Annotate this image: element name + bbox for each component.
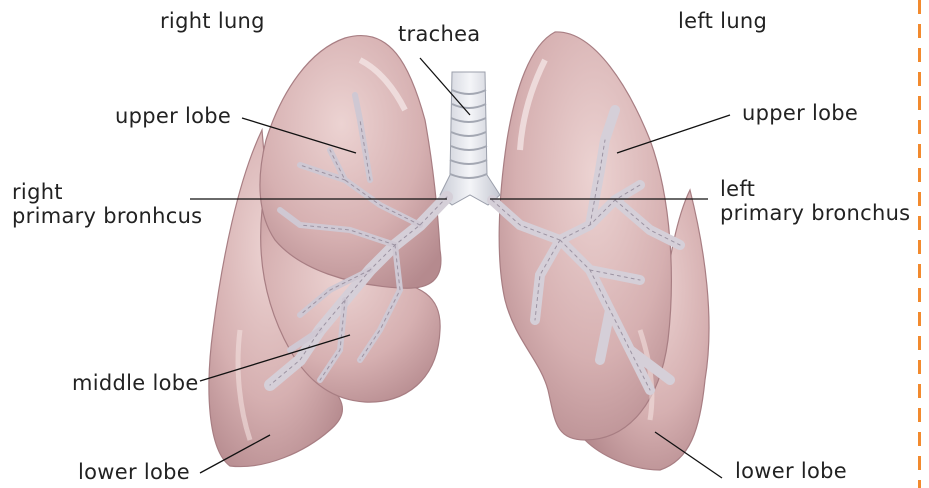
middle-lobe-label: middle lobe bbox=[72, 371, 199, 395]
right-lower-lobe-label: lower lobe bbox=[78, 460, 190, 484]
left-lung-label: left lung bbox=[678, 9, 767, 33]
left-primary-bronchus-label: left primary bronchus bbox=[720, 177, 910, 225]
right-upper-lobe-shape bbox=[260, 36, 441, 289]
right-primary-bronchus-label-line2: primary bronhcus bbox=[12, 204, 202, 228]
left-upper-lobe-label: upper lobe bbox=[742, 101, 858, 125]
left-lower-lobe-label: lower lobe bbox=[735, 459, 847, 483]
trachea-label: trachea bbox=[398, 22, 480, 46]
right-lung-label: right lung bbox=[160, 9, 265, 33]
left-primary-bronchus-label-line1: left bbox=[720, 177, 910, 201]
left-lung-shape bbox=[499, 32, 709, 470]
right-lung-shape bbox=[209, 36, 441, 467]
right-primary-bronchus-label-line1: right bbox=[12, 180, 202, 204]
right-primary-bronchus-label: right primary bronhcus bbox=[12, 180, 202, 228]
left-primary-bronchus-label-line2: primary bronchus bbox=[720, 201, 910, 225]
right-upper-lobe-label: upper lobe bbox=[115, 104, 231, 128]
orange-dashed-border bbox=[918, 0, 921, 488]
